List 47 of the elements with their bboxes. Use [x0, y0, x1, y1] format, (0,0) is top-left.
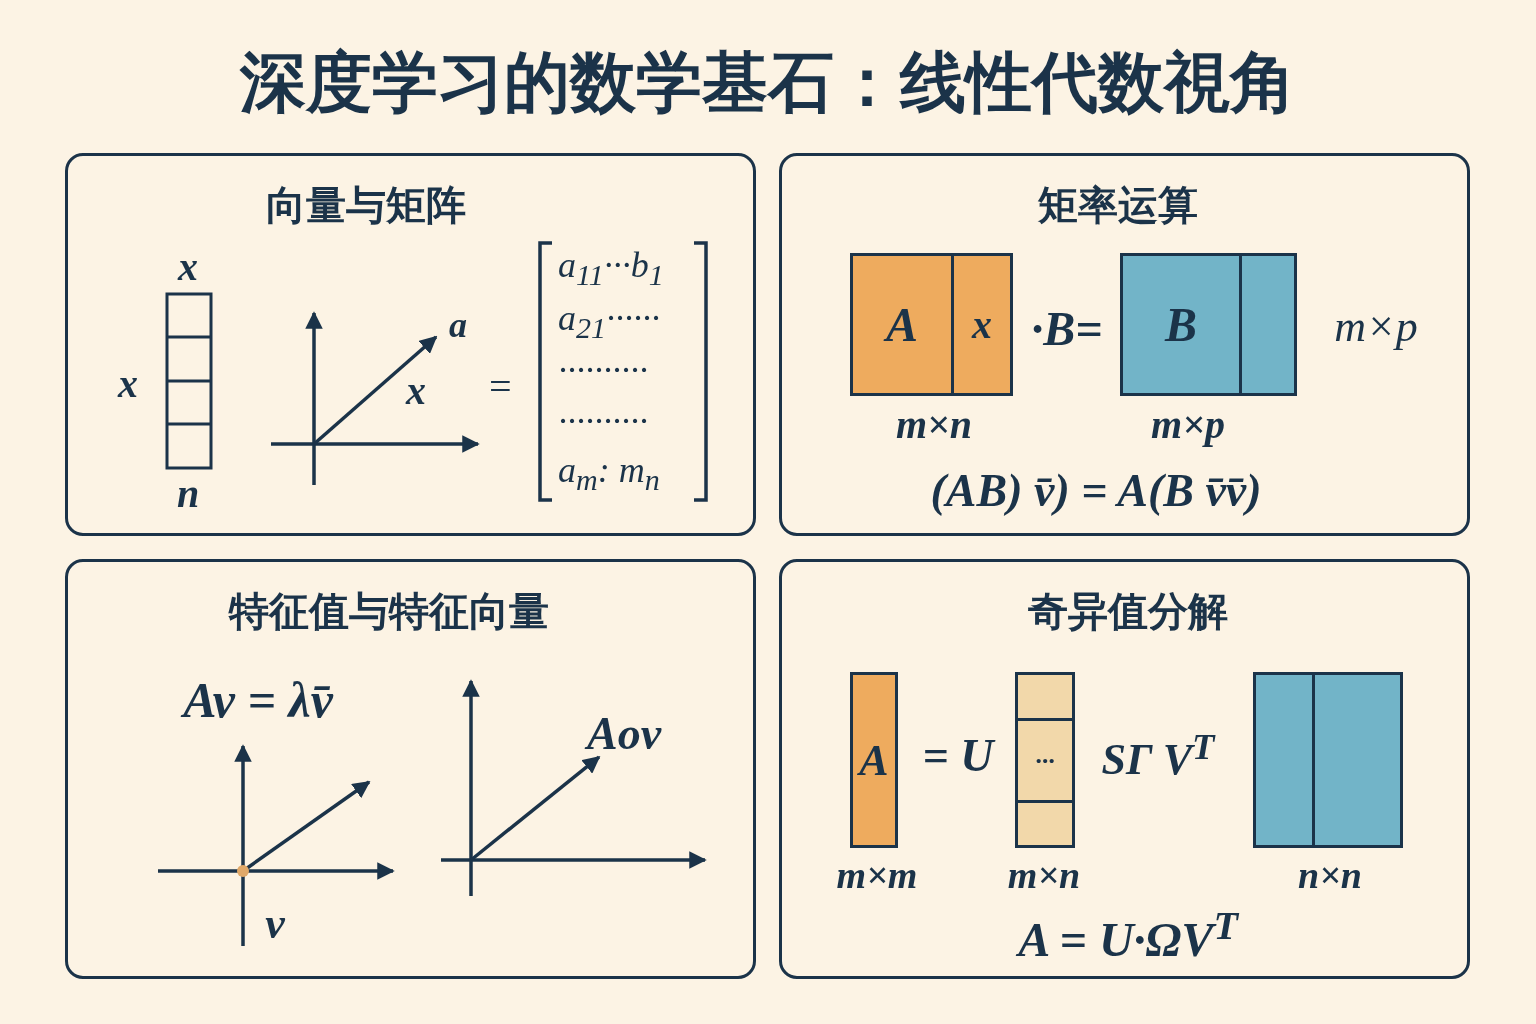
matrix-symbol: ···: [1035, 745, 1055, 776]
dimension-label: m×p: [1151, 400, 1225, 448]
matrix-symbol: A: [859, 734, 889, 786]
matrix-block: [1312, 672, 1403, 848]
title: 深度学习的数学基石：线性代数視角: [239, 43, 1297, 123]
dimension-label: m×n: [895, 400, 973, 448]
matrix-row: a$_{21}$······: [558, 296, 660, 346]
panel-card: [65, 559, 756, 979]
matrix-symbol: B: [1165, 297, 1197, 352]
matrix-block: [951, 253, 1013, 396]
panel-heading: 矩率运算: [1038, 181, 1198, 230]
panel-heading: 奇异值分解: [1028, 587, 1228, 636]
dimension-label: n×n: [1298, 853, 1362, 897]
matrix-block: [1120, 253, 1242, 396]
panel-heading: 特征值与特征向量: [229, 587, 549, 636]
formula-text: SΓ V$^{T}$: [1101, 724, 1215, 786]
variable-label: x: [118, 359, 138, 407]
dimension-label: m×p: [1334, 300, 1418, 352]
matrix-block: [1015, 800, 1075, 848]
matrix-row: ··········: [558, 349, 648, 391]
matrix-block: [850, 253, 954, 396]
matrix-block: [1015, 718, 1075, 803]
matrix-block: [1015, 672, 1075, 721]
vector-label: a: [449, 304, 467, 346]
vector-label: x: [406, 366, 426, 414]
matrix-block: [1253, 672, 1315, 848]
formula-text: = U: [922, 728, 994, 782]
matrix-symbol: x: [972, 301, 992, 348]
dimension-label: m×m: [836, 853, 918, 897]
formula-text: (AB) v̄) = A(B v̄v̄): [930, 463, 1262, 517]
variable-label: n: [176, 469, 200, 517]
equals-sign: =: [486, 362, 514, 410]
matrix-row: a$_{11}$···b$_{1}$: [558, 243, 664, 293]
vector-label: Aov: [586, 706, 662, 760]
panel-card: [779, 153, 1470, 536]
matrix-block: [1239, 253, 1297, 396]
formula-text: ·B=: [1031, 300, 1103, 356]
panel-card: [779, 559, 1470, 979]
formula-text: A = U·ΩV$^{T}$: [1018, 901, 1238, 967]
matrix-row: a$_{m}$: m$_{n}$: [558, 448, 660, 498]
dimension-label: m×n: [1007, 853, 1081, 897]
panel-card: [65, 153, 756, 536]
vector-label: v: [265, 897, 285, 949]
panel-heading: 向量与矩阵: [266, 181, 466, 230]
variable-label: x: [178, 242, 198, 290]
matrix-block: [850, 672, 898, 848]
matrix-row: ··········: [558, 400, 648, 442]
